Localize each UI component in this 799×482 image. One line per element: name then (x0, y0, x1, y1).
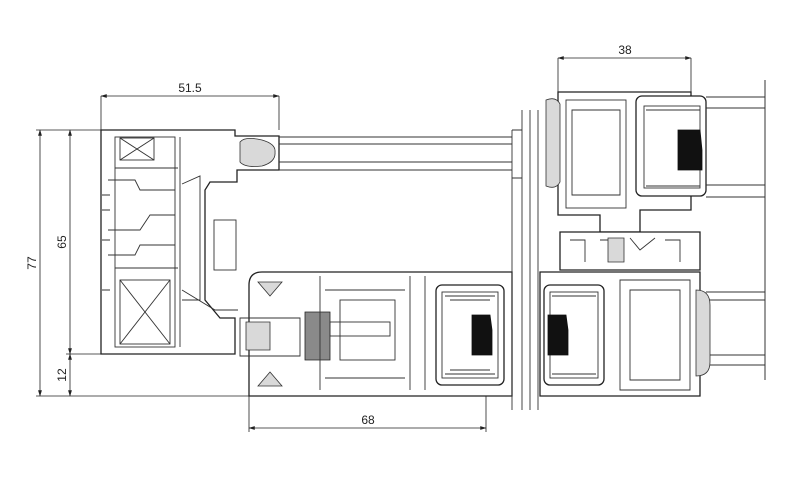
glazing-right (706, 80, 766, 380)
break-lines (511, 110, 539, 410)
right-bottom-sash (539, 271, 711, 397)
left-frame-profile (100, 129, 280, 355)
glazing-left (279, 129, 522, 179)
dimension-65: 65 (55, 235, 69, 249)
dimension-12: 12 (55, 368, 69, 382)
dimension-51-5: 51.5 (178, 81, 202, 95)
bottom-sliding-sash (239, 271, 513, 397)
dimension-77: 77 (25, 256, 39, 270)
dimension-lines (36, 56, 692, 432)
dimension-38: 38 (618, 43, 632, 57)
dimension-68: 68 (361, 413, 375, 427)
right-top-sash (545, 91, 707, 233)
right-middle-track (559, 231, 701, 271)
